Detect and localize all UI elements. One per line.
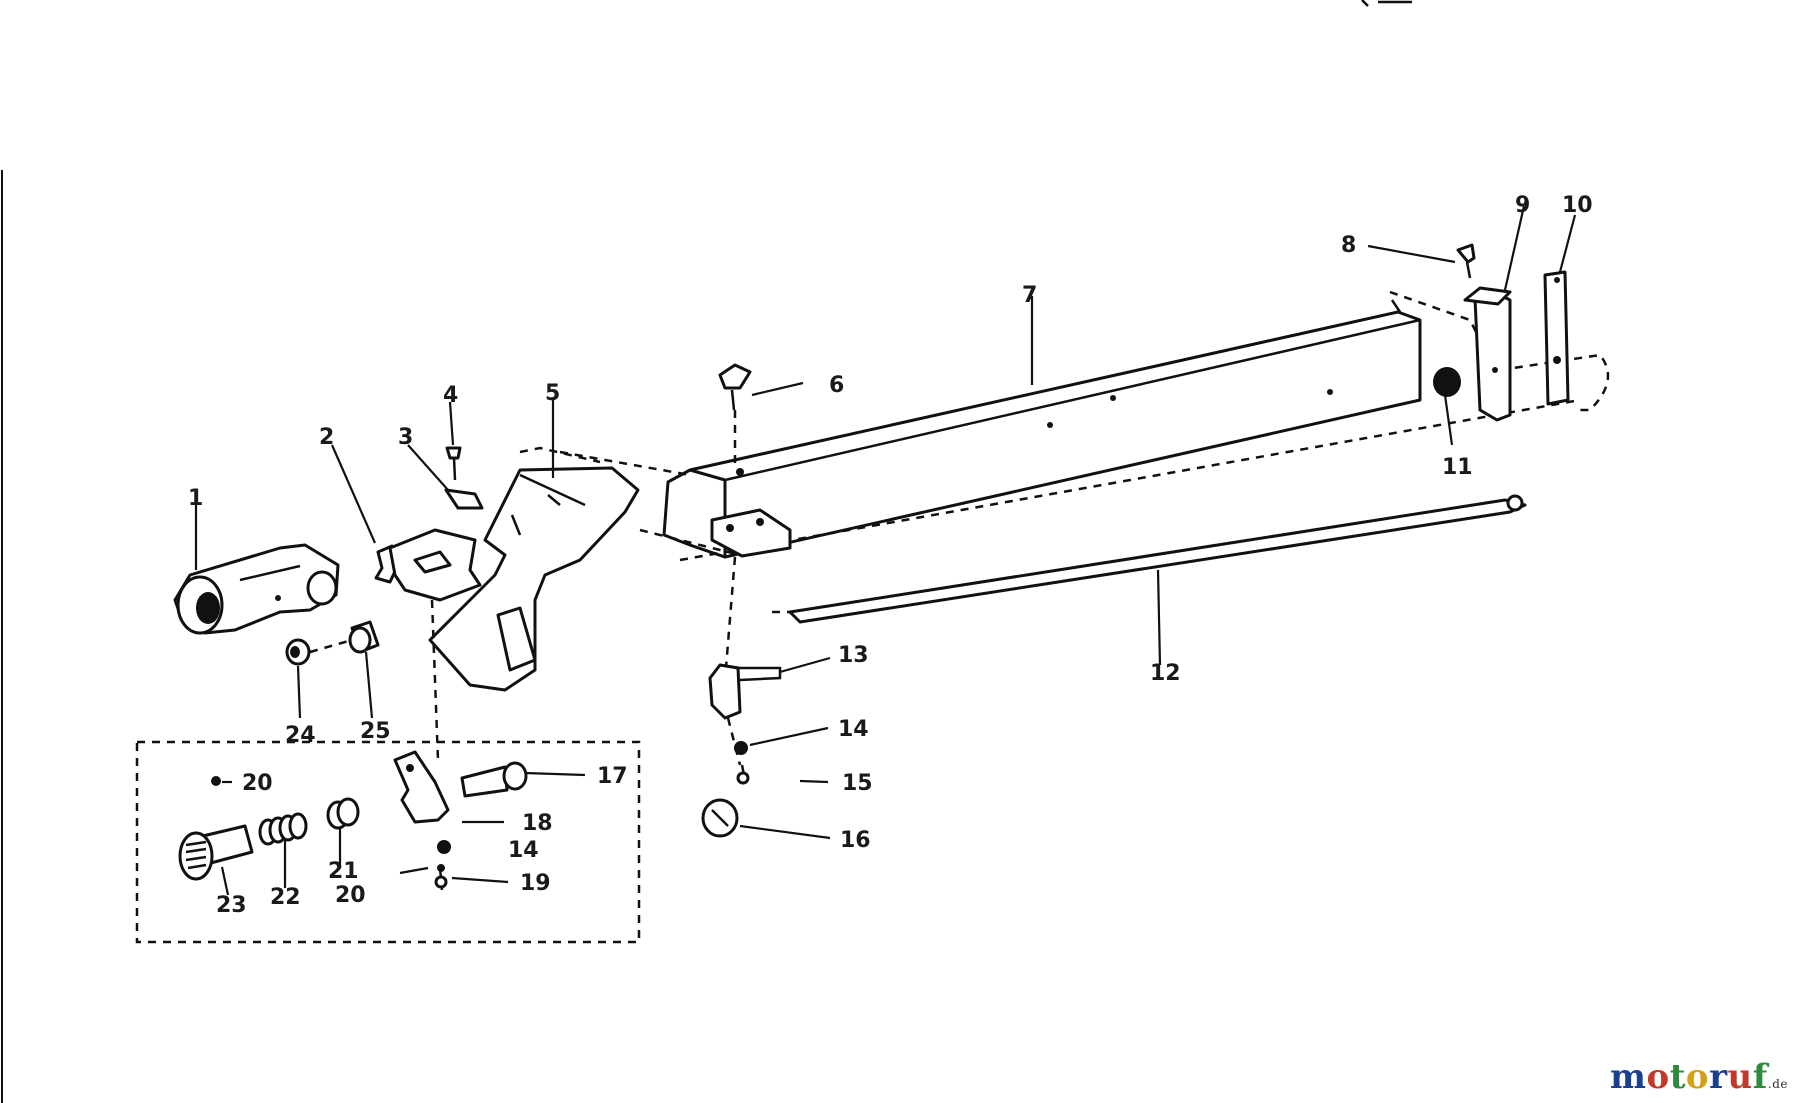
plate-part-3: [444, 488, 484, 510]
label-1: 1: [188, 486, 203, 511]
arm-part-1: [173, 543, 340, 635]
label-17: 17: [597, 764, 628, 789]
bracket-part-13: [708, 663, 782, 720]
watermark-letter: t: [1669, 1057, 1686, 1097]
spring-part-22: [258, 812, 308, 846]
washer-part-21: [326, 797, 360, 830]
watermark-letter: o: [1646, 1057, 1670, 1097]
watermark-letter: f: [1752, 1057, 1768, 1097]
end-plate-part-9: [1463, 286, 1512, 422]
knob-part-23: [178, 824, 254, 881]
watermark-letter: m: [1610, 1057, 1647, 1097]
label-21: 21: [328, 859, 359, 884]
part-labels: 1 2 3 4 5 6 7 8 9 10 11 12 13 14 15 16 1…: [188, 193, 1593, 918]
label-16: 16: [840, 828, 871, 853]
lever-part-18: [393, 750, 450, 824]
bushing-part-24: [285, 638, 311, 666]
knob-part-16: [701, 798, 739, 838]
washer-part-20a: [211, 776, 221, 786]
bracket-13-axis: [723, 556, 737, 681]
end-cap-part-11: [1433, 367, 1461, 397]
screw-part-6: [718, 363, 752, 411]
bushing-axis: [309, 638, 353, 654]
label-9: 9: [1515, 193, 1530, 218]
label-20a: 20: [242, 771, 273, 796]
mount-bracket-part-mid: [388, 528, 482, 602]
label-14a: 14: [838, 717, 869, 742]
screw-part-15: [736, 764, 750, 785]
watermark-letter: o: [1685, 1057, 1710, 1097]
label-11: 11: [1442, 455, 1473, 480]
watermark-letters: motoruf: [1610, 1057, 1768, 1097]
label-5: 5: [545, 381, 560, 406]
label-12: 12: [1150, 661, 1181, 686]
label-22: 22: [270, 885, 301, 910]
label-3: 3: [398, 425, 413, 450]
label-14b: 14: [508, 838, 539, 863]
label-13: 13: [838, 643, 869, 668]
screw-part-8: [1456, 243, 1476, 279]
nut-part-14: [734, 741, 748, 755]
bushing-part-25: [348, 620, 380, 654]
watermark-letter: u: [1727, 1057, 1753, 1097]
screw-part-4: [445, 446, 462, 481]
label-8: 8: [1341, 233, 1356, 258]
label-4: 4: [443, 383, 458, 408]
nut-part-14-sub: [437, 840, 451, 854]
label-10: 10: [1562, 193, 1593, 218]
nut-14-axis: [726, 717, 742, 766]
bolt-part-17: [460, 761, 528, 798]
label-20b: 20: [335, 883, 366, 908]
label-7: 7: [1022, 283, 1037, 308]
label-23: 23: [216, 893, 247, 918]
guide-bracket-part-5: [428, 446, 640, 692]
label-2: 2: [319, 425, 334, 450]
subassembly-box: [135, 740, 641, 944]
label-18: 18: [522, 811, 553, 836]
rail-ghost-line: [679, 398, 1581, 562]
label-15: 15: [842, 771, 873, 796]
label-19: 19: [520, 871, 551, 896]
bracket-ghost-line: [639, 528, 741, 557]
subassembly-axis: [430, 599, 440, 761]
guide-ghost-top: [559, 450, 691, 477]
watermark-suffix: .de: [1767, 1077, 1788, 1091]
label-25: 25: [360, 719, 391, 744]
washer-part-20b: [437, 864, 445, 872]
end-plate-part-10: [1543, 270, 1570, 406]
watermark-logo: motoruf.de: [1610, 1057, 1788, 1097]
watermark-letter: r: [1709, 1057, 1728, 1097]
label-6: 6: [829, 373, 844, 398]
label-24: 24: [285, 723, 316, 748]
top-fragment: [1361, 0, 1412, 7]
rail-end-bracket: [710, 508, 792, 558]
rail-tube-part-7: [662, 299, 1422, 559]
leader-lines: [194, 205, 1577, 896]
rod-part-12: [772, 494, 1527, 624]
